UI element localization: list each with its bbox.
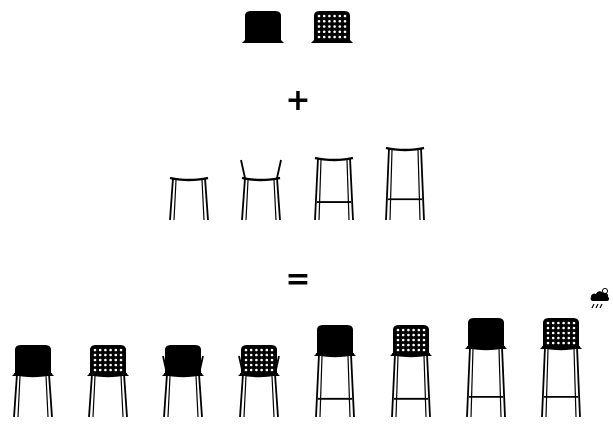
low-stool-frame-icon <box>170 178 208 220</box>
armchair-frame-icon <box>241 160 281 220</box>
plus-operator: + <box>285 83 310 118</box>
bar-stool-solid-icon <box>465 318 507 417</box>
combined-chairs-row <box>12 318 582 417</box>
perforated-shell-icon <box>311 11 353 43</box>
solid-shell-icon <box>242 11 284 43</box>
chair-solid-icon <box>12 345 54 417</box>
counter-stool-solid-icon <box>314 325 356 417</box>
armchair-perforated-icon <box>238 345 280 417</box>
counter-stool-perforated-icon <box>390 325 432 417</box>
chair-perforated-icon <box>87 345 129 417</box>
armchair-solid-icon <box>162 345 204 417</box>
bar-stool-frame-icon <box>386 148 424 220</box>
seat-shells-row <box>242 11 353 43</box>
bar-stool-perforated-icon <box>540 318 582 417</box>
equals-operator: = <box>285 262 310 297</box>
counter-stool-frame-icon <box>315 158 353 220</box>
weather-rain-icon <box>591 289 609 309</box>
frames-row <box>170 148 424 220</box>
